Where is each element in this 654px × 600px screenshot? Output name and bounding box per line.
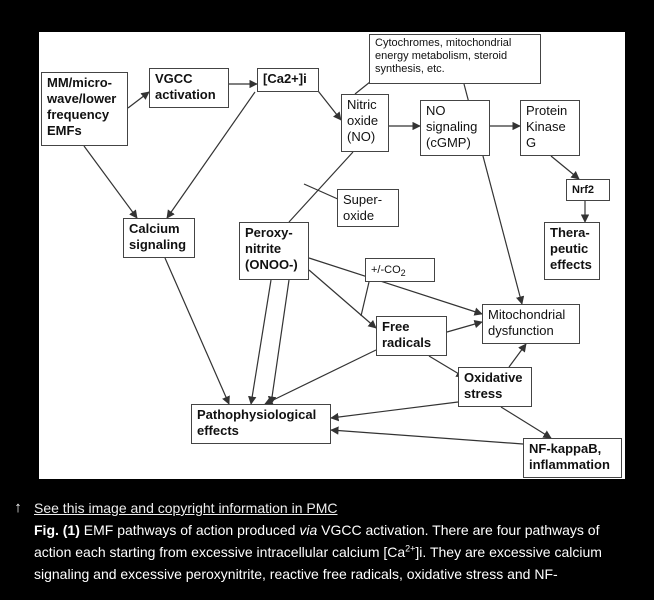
co2-label: +/-CO2 <box>371 264 406 279</box>
arrow-emf-vgcc <box>127 91 150 109</box>
arrow-peroxy-mito <box>308 257 483 316</box>
figure-caption: ↑ See this image and copyright informati… <box>10 497 640 585</box>
arrow-calcium-patho <box>164 257 230 405</box>
node-free-radicals: Free radicals <box>376 316 447 356</box>
node-cytochromes: Cytochromes, mitochondrial energy metabo… <box>369 34 541 84</box>
arrow-peroxy-patho2 <box>267 279 290 405</box>
node-nitric-oxide: Nitric oxide (NO) <box>341 94 389 152</box>
node-nfkappab-inflammation: NF-kappaB, inflammation <box>523 438 622 478</box>
figure-label: Fig. (1) <box>34 522 80 538</box>
arrow-emf-calcium <box>83 145 138 219</box>
pmc-link-text[interactable]: See this image and copyright information… <box>34 500 338 516</box>
node-nrf2: Nrf2 <box>566 179 610 201</box>
pathway-diagram: MM/micro- wave/lower frequency EMFs VGCC… <box>39 32 625 479</box>
diagram-arrows <box>83 69 590 445</box>
node-co2: +/-CO2 <box>365 258 435 282</box>
arrow-oxid-nfkb <box>500 406 552 439</box>
up-arrow-icon: ↑ <box>14 499 22 516</box>
node-therapeutic-effects: Thera- peutic effects <box>544 222 600 280</box>
line-no-peroxy <box>288 151 354 223</box>
node-superoxide: Super- oxide <box>337 189 399 227</box>
node-calcium-ion: [Ca2+]i <box>257 68 319 92</box>
pmc-link[interactable]: ↑ See this image and copyright informati… <box>10 497 640 519</box>
arrow-pkg-nrf2 <box>550 155 580 180</box>
node-peroxynitrite: Peroxy- nitrite (ONOO-) <box>239 222 309 280</box>
node-calcium-signaling: Calcium signaling <box>123 218 195 258</box>
line-co2 <box>360 281 370 317</box>
arrow-ca-calcium <box>166 91 256 219</box>
arrow-free-mito <box>446 320 483 333</box>
node-mitochondrial-dysfunction: Mitochondrial dysfunction <box>482 304 580 344</box>
caption-text: Fig. (1) EMF pathways of action produced… <box>34 522 602 582</box>
arrow-peroxy-free <box>308 269 377 329</box>
node-protein-kinase-g: Protein Kinase G <box>520 100 580 156</box>
arrow-oxid-patho <box>330 401 459 422</box>
arrow-free-patho <box>264 349 377 405</box>
node-no-signaling: NO signaling (cGMP) <box>420 100 490 156</box>
arrow-nfkb-patho <box>330 426 524 445</box>
node-vgcc: VGCC activation <box>149 68 229 108</box>
node-oxidative-stress: Oxidative stress <box>458 367 532 407</box>
arrow-peroxy-patho1 <box>248 279 272 405</box>
node-pathophysiological-effects: Pathophysiological effects <box>191 404 331 444</box>
node-emf: MM/micro- wave/lower frequency EMFs <box>41 72 128 146</box>
arrow-oxid-mito <box>508 343 527 368</box>
